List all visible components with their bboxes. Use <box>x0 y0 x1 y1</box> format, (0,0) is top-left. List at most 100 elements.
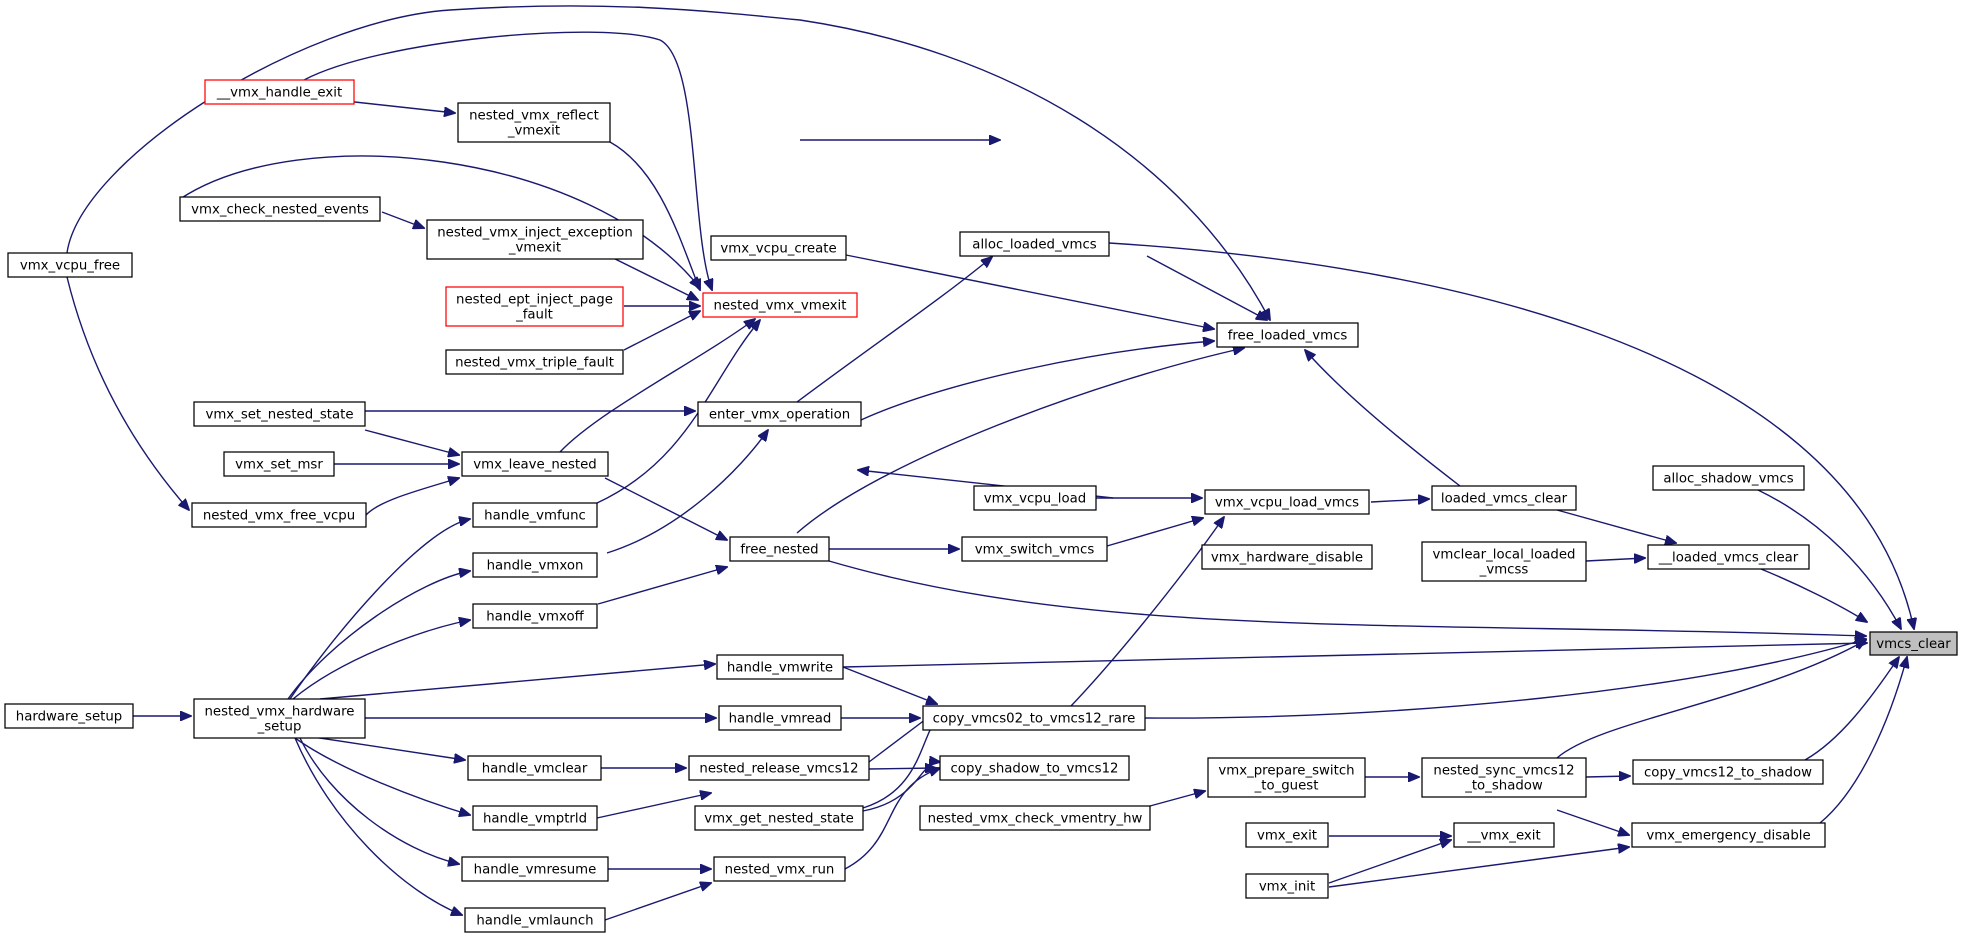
node-vmx-leave-nested[interactable]: vmx_leave_nested <box>461 451 609 477</box>
node-vmx-set-nested-state[interactable]: vmx_set_nested_state <box>193 401 366 427</box>
call-edge <box>303 31 712 290</box>
node-free-loaded-vmcs[interactable]: free_loaded_vmcs <box>1216 322 1359 348</box>
node-vmx-exit[interactable]: vmx_exit <box>1245 822 1329 848</box>
node-label: handle_vmptrld <box>483 812 587 827</box>
node-nested-vmx-triple-fault[interactable]: nested_vmx_triple_fault <box>445 349 624 375</box>
node-label: enter_vmx_operation <box>709 408 850 423</box>
node-nested-vmx-check-vmentry-hw[interactable]: nested_vmx_check_vmentry_hw <box>919 805 1151 831</box>
node-vmx-set-msr[interactable]: vmx_set_msr <box>223 451 335 477</box>
node-box <box>729 536 830 562</box>
node-box <box>713 856 846 882</box>
node-label: nested_vmx_free_vcpu <box>203 509 355 524</box>
node-label: vmx_exit <box>1257 829 1317 844</box>
node-copy-vmcs02-to-vmcs12-rare[interactable]: copy_vmcs02_to_vmcs12_rare <box>922 705 1146 731</box>
node-nested-release-vmcs12[interactable]: nested_release_vmcs12 <box>688 755 870 781</box>
node-enter-vmx-operation[interactable]: enter_vmx_operation <box>697 401 862 427</box>
node-label: vmx_switch_vmcs <box>975 543 1095 558</box>
node-label: vmx_set_msr <box>235 458 323 473</box>
node-box <box>718 705 842 731</box>
call-edge <box>596 793 711 819</box>
node-handle-vmresume[interactable]: handle_vmresume <box>461 856 609 882</box>
node-handle-vmwrite[interactable]: handle_vmwrite <box>716 654 844 680</box>
node-label: nested_vmx_check_vmentry_hw <box>928 812 1143 827</box>
call-edge <box>868 768 936 769</box>
call-edge <box>1328 847 1629 888</box>
node-vmx-hardware-disable[interactable]: vmx_hardware_disable <box>1201 544 1373 570</box>
node-vmx-prepare-switch-to-guest[interactable]: vmx_prepare_switch_to_guest <box>1207 757 1366 798</box>
node-copy-shadow-to-vmcs12[interactable]: copy_shadow_to_vmcs12 <box>939 755 1130 781</box>
node-vmx-check-nested-events[interactable]: vmx_check_nested_events <box>179 196 381 222</box>
node-box <box>472 552 598 578</box>
node-box <box>1207 757 1366 798</box>
node-handle-vmfunc[interactable]: handle_vmfunc <box>472 502 598 528</box>
call-edge <box>606 430 768 554</box>
node-free-nested[interactable]: free_nested <box>729 536 830 562</box>
node-box <box>702 292 858 318</box>
node-label: vmx_vcpu_load <box>984 492 1086 507</box>
call-edge <box>1144 639 1866 719</box>
node-copy-vmcs12-to-shadow[interactable]: copy_vmcs12_to_shadow <box>1632 759 1824 785</box>
node-handle-vmptrld[interactable]: handle_vmptrld <box>472 805 598 831</box>
node-label: nested_vmx_run <box>725 863 835 878</box>
call-edge <box>828 560 1866 636</box>
node-nested-vmx-hardware-setup[interactable]: nested_vmx_hardware_setup <box>193 698 366 739</box>
node-nested-sync-vmcs12-to-shadow[interactable]: nested_sync_vmcs12_to_shadow <box>1421 757 1587 798</box>
node-box <box>472 805 598 831</box>
node-vmx-emergency-disable[interactable]: vmx_emergency_disable <box>1631 822 1826 848</box>
node-nested-vmx-run[interactable]: nested_vmx_run <box>713 856 846 882</box>
node-vmx-switch-vmcs[interactable]: vmx_switch_vmcs <box>961 536 1108 562</box>
node-hardware-setup[interactable]: hardware_setup <box>4 703 134 729</box>
call-edge <box>1819 657 1907 824</box>
node-vmclear-local-loaded-vmcss[interactable]: vmclear_local_loaded_vmcss <box>1421 541 1587 582</box>
node-handle-vmxoff[interactable]: handle_vmxoff <box>472 603 598 629</box>
node-nested-ept-inject-page-fault[interactable]: nested_ept_inject_page_fault <box>445 286 624 327</box>
call-edge <box>364 429 459 455</box>
call-edge <box>179 155 700 288</box>
node-vmx-vcpu-load[interactable]: vmx_vcpu_load <box>973 485 1097 511</box>
call-edge <box>623 311 700 351</box>
call-edge <box>796 348 1244 534</box>
call-edge <box>299 734 465 760</box>
node-alloc-loaded-vmcs[interactable]: alloc_loaded_vmcs <box>959 231 1110 257</box>
node-loaded-vmcs-clear[interactable]: __loaded_vmcs_clear <box>1647 544 1810 570</box>
call-edge <box>1585 558 1645 561</box>
node-nested-vmx-reflect-vmexit[interactable]: nested_vmx_reflect_vmexit <box>457 102 611 143</box>
node-handle-vmread[interactable]: handle_vmread <box>718 705 842 731</box>
node-box <box>445 349 624 375</box>
node-label: handle_vmxoff <box>486 610 584 625</box>
node-vmx-vcpu-create[interactable]: vmx_vcpu_create <box>710 235 847 261</box>
node-label: copy_vmcs02_to_vmcs12_rare <box>933 712 1136 727</box>
node-vmx-init[interactable]: vmx_init <box>1245 873 1329 899</box>
node-box <box>472 502 598 528</box>
node-nested-vmx-vmexit[interactable]: nested_vmx_vmexit <box>702 292 858 318</box>
node-nested-vmx-inject-exception-vmexit[interactable]: nested_vmx_inject_exception_vmexit <box>426 219 644 260</box>
node-alloc-shadow-vmcs[interactable]: alloc_shadow_vmcs <box>1652 465 1805 491</box>
node-handle-vmlaunch[interactable]: handle_vmlaunch <box>464 907 606 933</box>
node-box <box>716 654 844 680</box>
node-nested-vmx-free-vcpu[interactable]: nested_vmx_free_vcpu <box>191 502 367 528</box>
node-box <box>922 705 1146 731</box>
call-edge <box>596 320 760 504</box>
call-edge <box>292 620 470 700</box>
node-box <box>193 698 366 739</box>
node-vmx-get-nested-state[interactable]: vmx_get_nested_state <box>694 805 864 831</box>
node-loaded-vmcs-clear[interactable]: loaded_vmcs_clear <box>1431 485 1577 511</box>
node-vmx-vcpu-free[interactable]: vmx_vcpu_free <box>7 252 133 278</box>
call-edge <box>1556 809 1629 835</box>
node-label: nested_vmx_vmexit <box>714 299 847 314</box>
node-vmx-handle-exit[interactable]: __vmx_handle_exit <box>204 79 355 105</box>
node-handle-vmclear[interactable]: handle_vmclear <box>467 755 602 781</box>
node-handle-vmxon[interactable]: handle_vmxon <box>472 552 598 578</box>
call-edge <box>289 519 470 700</box>
node-vmcs-clear[interactable]: vmcs_clear <box>1869 631 1958 656</box>
call-edge <box>1328 840 1451 884</box>
node-vmx-vcpu-load-vmcs[interactable]: vmx_vcpu_load_vmcs <box>1204 489 1370 515</box>
node-label: _vmexit <box>508 241 561 256</box>
node-vmx-exit[interactable]: __vmx_exit <box>1453 822 1555 848</box>
node-box <box>1431 485 1577 511</box>
node-label: handle_vmclear <box>482 762 588 777</box>
node-label: __vmx_handle_exit <box>216 86 342 101</box>
call-edge <box>294 737 470 815</box>
call-edge <box>842 643 1867 668</box>
call-edge <box>862 762 940 812</box>
